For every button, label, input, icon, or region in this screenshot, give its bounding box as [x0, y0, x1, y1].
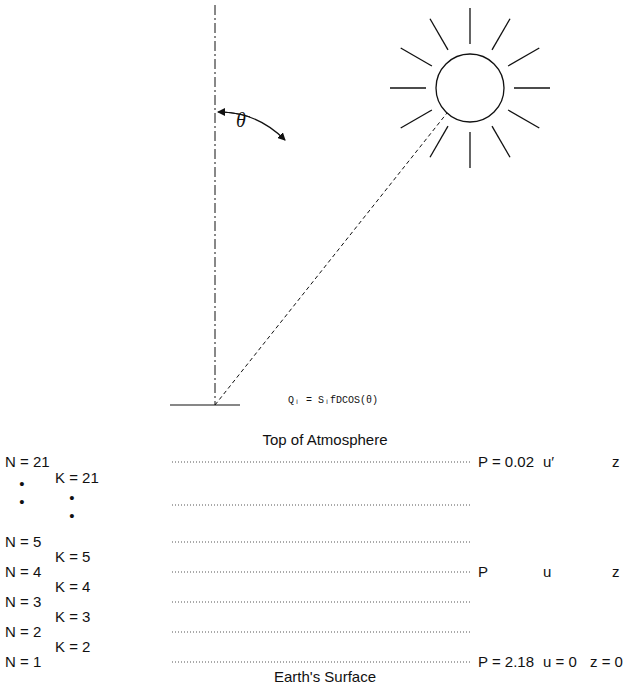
pressure-label: P: [478, 564, 488, 581]
pressure-label: P = 2.18: [478, 654, 534, 671]
sun-ray: [401, 110, 432, 128]
sun-ray: [492, 126, 510, 157]
level-index: N = 1: [5, 654, 41, 671]
sun-ray: [514, 87, 550, 88]
sun-ray: [430, 19, 448, 50]
level-line: [172, 505, 470, 506]
level-lines: [172, 462, 470, 662]
variable-label: u′: [543, 454, 554, 471]
angle-symbol: θ: [236, 109, 246, 131]
ellipsis-dot: •: [19, 476, 24, 493]
level-line: [172, 462, 470, 463]
ellipsis-dot: •: [69, 508, 74, 525]
sun-ray: [508, 110, 539, 128]
layer-index: K = 3: [55, 609, 90, 626]
boundary-label: Top of Atmosphere: [262, 432, 387, 449]
sun-ray-line: [215, 113, 447, 405]
boundary-label: Earth's Surface: [274, 669, 376, 686]
level-index: N = 21: [5, 454, 50, 471]
sun: [390, 8, 550, 168]
ground-line: [170, 404, 240, 405]
sun-ray: [401, 48, 432, 66]
sun-ray: [492, 19, 510, 50]
sun-ray: [508, 48, 539, 66]
level-line: [172, 572, 470, 573]
formula: Qᵢ = SᵢfDCOS(θ): [288, 395, 378, 406]
level-index: N = 4: [5, 564, 41, 581]
level-index: N = 5: [5, 534, 41, 551]
level-line: [172, 602, 470, 603]
layer-index: K = 2: [55, 639, 90, 656]
layer-index: K = 4: [55, 579, 90, 596]
level-index: N = 3: [5, 594, 41, 611]
ellipsis-dot: •: [19, 494, 24, 511]
variable-label: z = 0: [590, 654, 623, 671]
variable-label: u = 0: [543, 654, 577, 671]
layer-index: K = 5: [55, 549, 90, 566]
sun-ray: [469, 8, 470, 44]
level-line: [172, 632, 470, 633]
zenith-line: [215, 5, 216, 405]
variable-label: z: [612, 564, 620, 581]
pressure-label: P = 0.02: [478, 454, 534, 471]
level-line: [172, 542, 470, 543]
variable-label: u: [543, 564, 551, 581]
angle-arc: [222, 112, 285, 140]
level-line: [172, 662, 470, 663]
ellipsis-dot: •: [69, 490, 74, 507]
layer-index: K = 21: [55, 470, 99, 487]
sun-ray: [390, 87, 426, 88]
level-index: N = 2: [5, 624, 41, 641]
variable-label: z: [612, 454, 620, 471]
sun-ray: [469, 132, 470, 168]
